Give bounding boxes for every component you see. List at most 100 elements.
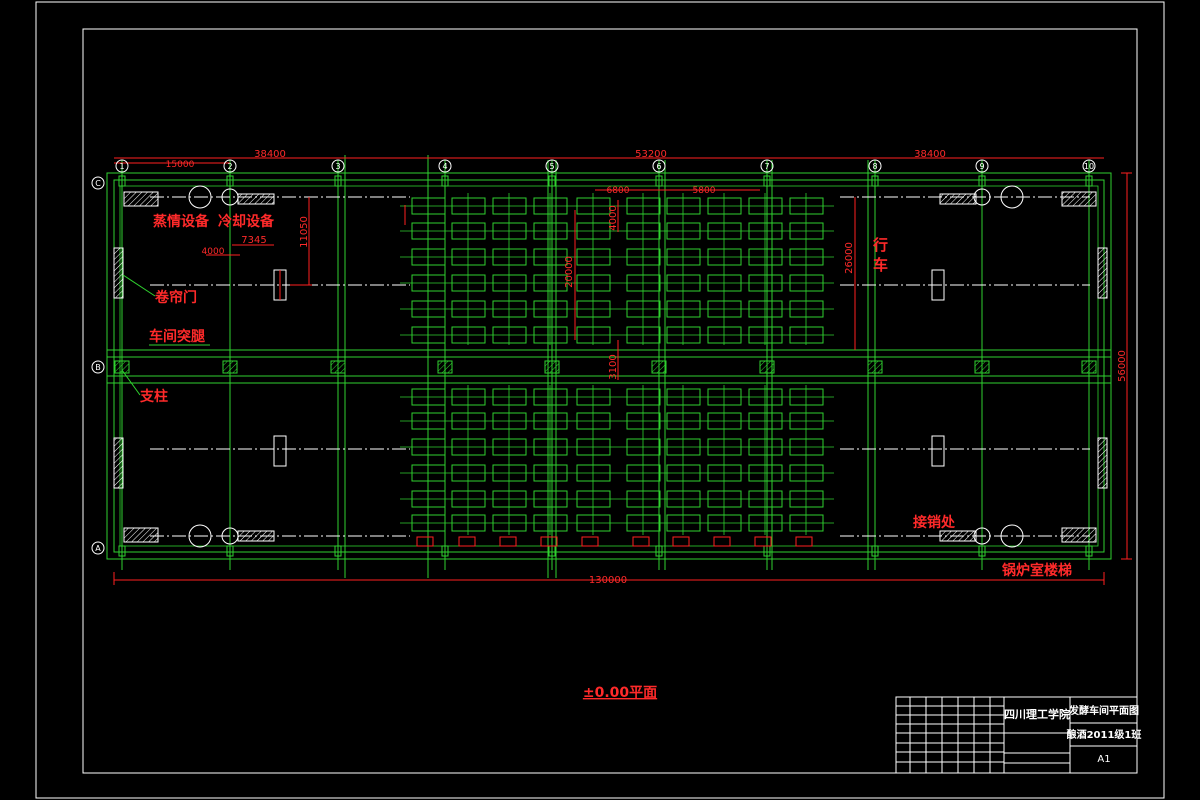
- tank: [748, 388, 783, 406]
- tank: [533, 438, 568, 456]
- axis-bubble: [115, 159, 129, 173]
- dim-130000: 130000: [589, 575, 627, 586]
- dim-11050: 11050: [299, 216, 310, 248]
- tank: [789, 222, 824, 240]
- tank: [748, 300, 783, 318]
- dim-26000: 26000: [844, 242, 855, 274]
- tank: [533, 490, 568, 508]
- dim-38400-right: 38400: [914, 149, 946, 160]
- equipment-tag: [458, 536, 476, 547]
- label-loading-point: 接销处: [913, 514, 956, 531]
- tank: [789, 514, 824, 532]
- tank: [492, 412, 527, 430]
- axis-bubble: [868, 159, 882, 173]
- inner-sheet-frame: [82, 28, 1138, 774]
- title-block-sheet-size: A1: [1097, 754, 1110, 765]
- label-column: 支柱: [139, 388, 168, 405]
- equipment-tag: [795, 536, 813, 547]
- tank: [492, 222, 527, 240]
- tank: [492, 248, 527, 266]
- tank: [666, 464, 701, 482]
- axis-label: 4: [442, 162, 447, 171]
- tank: [411, 514, 446, 532]
- tank: [626, 274, 661, 292]
- tank: [707, 274, 742, 292]
- dim-15000: 15000: [166, 160, 195, 170]
- tank: [576, 464, 611, 482]
- tank: [789, 438, 824, 456]
- tank: [666, 300, 701, 318]
- wall-pier: [1085, 545, 1093, 557]
- tank: [451, 464, 486, 482]
- column: [651, 360, 667, 374]
- column: [222, 360, 238, 374]
- tank: [576, 222, 611, 240]
- wall-pier: [226, 545, 234, 557]
- axis-label: 8: [872, 162, 877, 171]
- tank: [411, 248, 446, 266]
- tank: [492, 274, 527, 292]
- equipment-tag: [581, 536, 599, 547]
- wall-pier: [334, 175, 342, 187]
- wall-pier: [548, 175, 556, 187]
- tank: [411, 388, 446, 406]
- tank: [707, 388, 742, 406]
- tank: [626, 490, 661, 508]
- tank: [789, 197, 824, 215]
- wall-pier: [441, 545, 449, 557]
- column: [114, 360, 130, 374]
- equipment-tag: [713, 536, 731, 547]
- tank: [411, 490, 446, 508]
- tank: [492, 490, 527, 508]
- tank: [533, 388, 568, 406]
- plan-title: ±0.00平面: [583, 685, 657, 701]
- tank: [666, 438, 701, 456]
- tank: [411, 326, 446, 344]
- title-block-drawing-name: 发酵车间平面图: [1068, 704, 1139, 717]
- tank: [748, 514, 783, 532]
- tank: [626, 248, 661, 266]
- label-workshop-channel: 车间突腿: [149, 328, 205, 345]
- tank: [451, 300, 486, 318]
- label-crane-a: 行: [872, 236, 888, 254]
- wall-pier: [1085, 175, 1093, 187]
- tank: [576, 300, 611, 318]
- tank: [748, 412, 783, 430]
- axis-label-b: B: [95, 363, 101, 372]
- outer-sheet-frame: [35, 1, 1165, 799]
- tank: [576, 412, 611, 430]
- building-outline: [106, 172, 1112, 560]
- tank: [626, 514, 661, 532]
- tank: [748, 274, 783, 292]
- equipment-tag: [540, 536, 558, 547]
- tank: [748, 222, 783, 240]
- tank: [533, 222, 568, 240]
- tank-array: [400, 193, 834, 535]
- tank: [666, 388, 701, 406]
- title-block-grid: [896, 697, 1004, 773]
- tank: [492, 464, 527, 482]
- column: [974, 360, 990, 374]
- column: [330, 360, 346, 374]
- column: [437, 360, 453, 374]
- title-block: [895, 696, 1138, 774]
- axis-label: 6: [656, 162, 661, 171]
- tank: [748, 438, 783, 456]
- tank: [451, 490, 486, 508]
- tank: [451, 197, 486, 215]
- tank: [576, 514, 611, 532]
- tank: [533, 248, 568, 266]
- tank: [533, 274, 568, 292]
- tank: [451, 514, 486, 532]
- wall-pier: [655, 175, 663, 187]
- tank: [411, 412, 446, 430]
- tank: [492, 438, 527, 456]
- tank: [626, 412, 661, 430]
- axis-bubble: [545, 159, 559, 173]
- tank: [492, 514, 527, 532]
- left-axis-bubbles: C B A: [91, 176, 105, 555]
- wall-pier: [871, 545, 879, 557]
- leader-rolling-door: [122, 274, 156, 297]
- dim-53200: 53200: [635, 149, 667, 160]
